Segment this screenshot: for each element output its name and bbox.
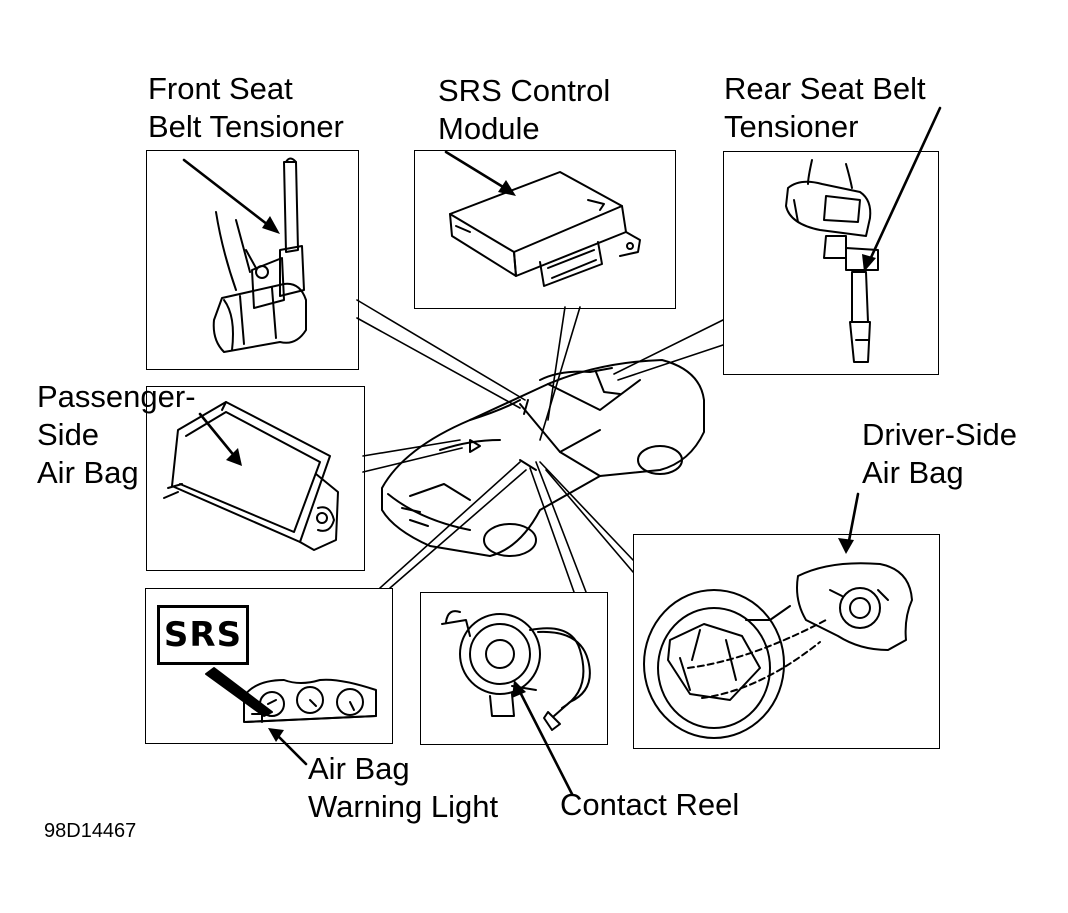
label-passenger-line2: Side <box>37 417 100 452</box>
steering-wheel-drawing <box>643 562 913 739</box>
label-srs-line1: SRS Control <box>438 73 611 108</box>
label-front-seat-line1: Front Seat <box>148 71 293 106</box>
label-front-seat-line2: Belt Tensioner <box>148 109 344 144</box>
label-driver-line2: Air Bag <box>862 455 964 490</box>
arrow-heads <box>226 180 876 742</box>
contact-reel-drawing <box>441 610 591 731</box>
contact-reel-panel <box>420 592 608 745</box>
label-warning-line1: Air Bag <box>308 751 410 786</box>
passenger-airbag-drawing <box>163 401 339 551</box>
driver-airbag-panel <box>633 534 940 749</box>
leader-lines <box>356 299 724 593</box>
label-passenger-line3: Air Bag <box>37 455 139 490</box>
front-seat-tensioner-drawing <box>212 157 307 353</box>
label-warning-line2: Warning Light <box>308 789 499 824</box>
label-driver-line1: Driver-Side <box>862 417 1018 452</box>
rear-seat-tensioner-drawing <box>785 159 879 363</box>
label-srs-line2: Module <box>438 111 540 146</box>
label-passenger-line1: Passenger- <box>37 379 196 414</box>
warning-light-pointer <box>205 667 273 717</box>
label-contact-reel: Contact Reel <box>560 787 740 822</box>
vehicle-drawing <box>381 359 705 557</box>
label-rear-seat-line1: Rear Seat Belt <box>724 71 926 106</box>
srs-module-panel <box>414 150 676 309</box>
figure-id: 98D14467 <box>44 820 137 842</box>
srs-module-drawing <box>449 171 641 287</box>
label-rear-seat-line2: Tensioner <box>724 109 859 144</box>
label-arrows <box>182 106 942 796</box>
srs-warning-badge: SRS <box>157 605 249 665</box>
